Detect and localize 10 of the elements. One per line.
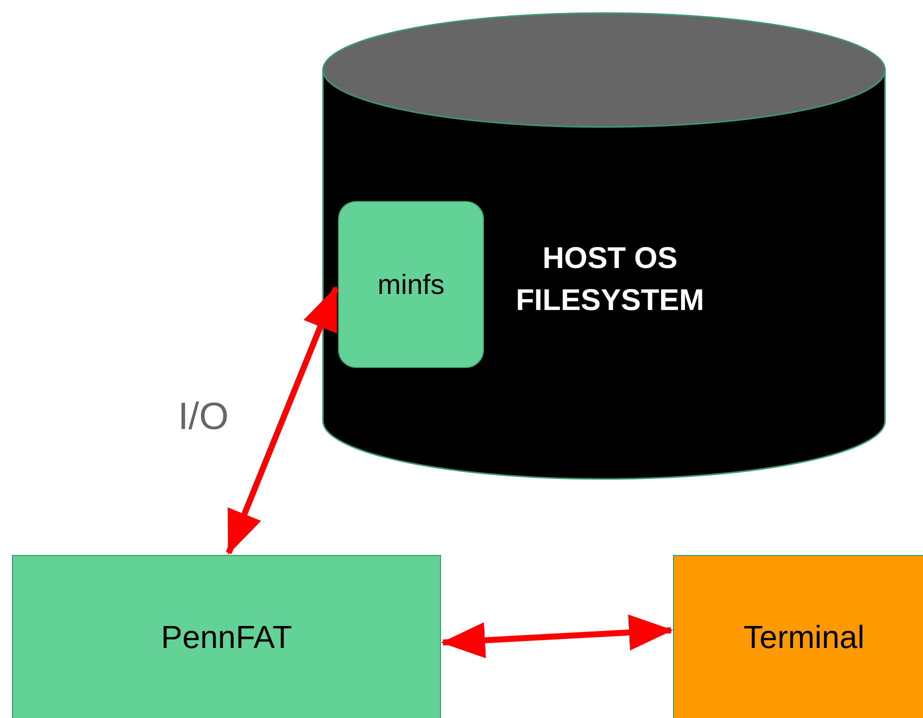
double-arrow: [441, 614, 673, 658]
box-label: minfs: [378, 268, 444, 302]
process-box: [12, 555, 441, 718]
box-label: PennFAT: [160, 618, 292, 656]
cylinder-title: HOST OS FILESYSTEM: [514, 241, 706, 319]
box-label: Terminal: [744, 618, 864, 656]
process-box: [338, 201, 484, 368]
process-box: [673, 555, 923, 718]
double-arrow: [226, 286, 339, 555]
edge-label: I/O: [178, 398, 229, 436]
